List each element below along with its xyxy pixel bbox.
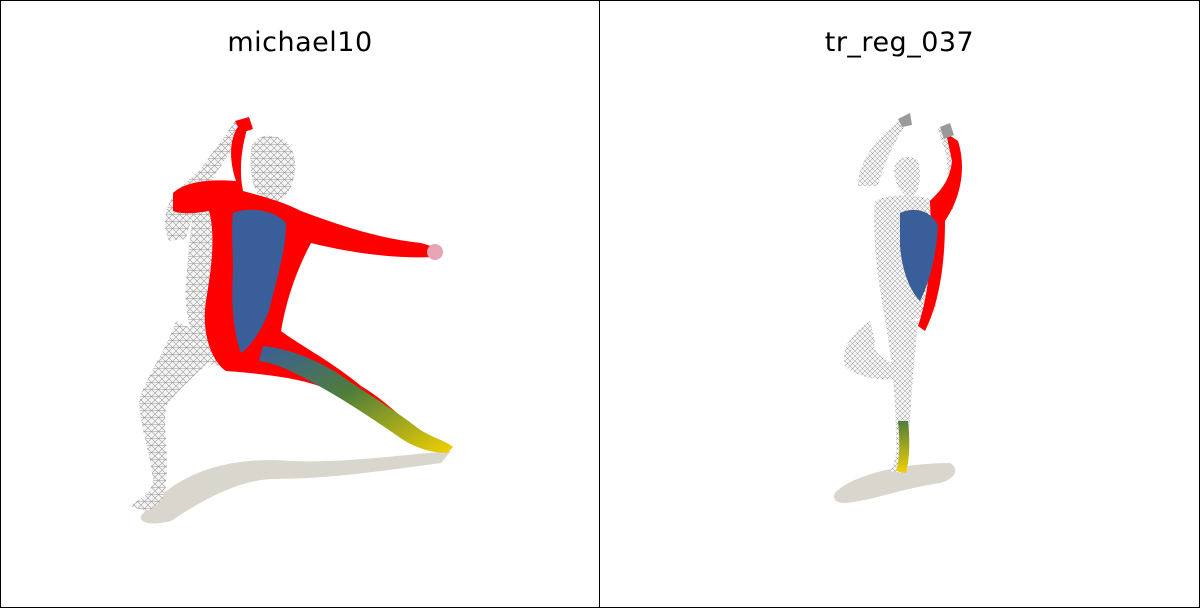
panel-title: tr_reg_037 (824, 27, 975, 58)
hand-right (940, 123, 954, 139)
mesh-arm-left (858, 119, 905, 186)
mesh-head (250, 135, 296, 203)
heat-region-red (918, 133, 962, 331)
mesh-leg-bent (844, 321, 900, 380)
mesh-head (894, 156, 920, 197)
heat-region-red (173, 123, 441, 441)
mesh-render-michael10[interactable] (1, 1, 601, 609)
panel-left[interactable]: michael10 (0, 0, 600, 608)
mesh-render-tr_reg_037[interactable] (600, 1, 1200, 609)
heat-region-gradient-leg (896, 421, 910, 473)
floor-shadow (834, 463, 956, 503)
hand-left (898, 113, 912, 127)
hand-raised (235, 117, 253, 133)
heat-region-blue (232, 209, 286, 353)
fist (427, 244, 443, 260)
panel-title: michael10 (227, 27, 373, 58)
heat-region-blue (900, 209, 938, 301)
mesh-leg-back (129, 321, 226, 511)
heat-region-gradient-leg (259, 346, 453, 453)
panel-right[interactable]: tr_reg_037 (600, 0, 1200, 608)
floor-shadow (140, 451, 451, 524)
mesh-leg-standing (885, 319, 918, 473)
